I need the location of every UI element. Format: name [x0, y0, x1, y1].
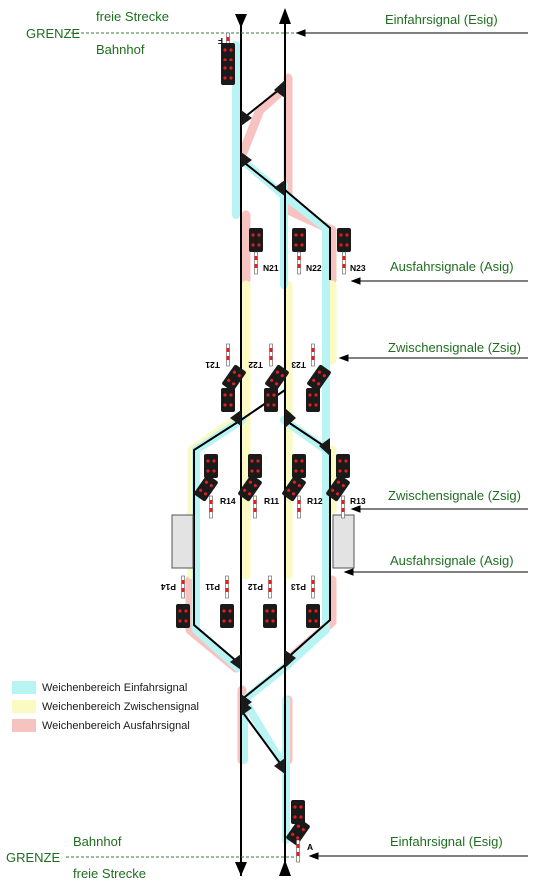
- legend-label-zwischen: Weichenbereich Zwischensignal: [42, 701, 199, 713]
- callout-zwischen-2: Zwischensignale (Zsig): [388, 488, 521, 503]
- label-p12: P12: [248, 582, 263, 592]
- legend-swatch-einfahr: [12, 681, 36, 694]
- zone-bands: [185, 41, 337, 844]
- label-r11: R11: [264, 496, 279, 506]
- callout-einfahr-bottom: Einfahrsignal (Esig): [390, 834, 503, 849]
- label-p13: P13: [291, 582, 306, 592]
- top-bahnhof: Bahnhof: [96, 42, 145, 57]
- label-f: F: [218, 36, 223, 46]
- signal-p13[interactable]: [306, 575, 320, 628]
- signal-p12[interactable]: [263, 575, 277, 628]
- label-p11: P11: [205, 582, 220, 592]
- legend-label-ausfahr: Weichenbereich Ausfahrsignal: [42, 720, 190, 732]
- label-n21: N21: [263, 263, 279, 273]
- top-grenze: GRENZE: [26, 26, 81, 41]
- zone-einfahr: [192, 41, 330, 844]
- turnout-top-n23: [284, 189, 331, 280]
- tracks: [193, 10, 331, 876]
- arrow-top-left: [235, 14, 247, 28]
- label-r14: R14: [220, 496, 236, 506]
- callout-zwischen-1: Zwischensignale (Zsig): [388, 340, 521, 355]
- crossover-mid-2: [284, 419, 331, 661]
- signal-n23[interactable]: [337, 228, 351, 275]
- track-arrows: [235, 8, 291, 876]
- arrow-top-right: [279, 8, 291, 24]
- bottom-bahnhof: Bahnhof: [73, 834, 122, 849]
- signal-n22[interactable]: [292, 228, 306, 275]
- turnout-markers: [230, 80, 330, 774]
- crossover-bot-2: [240, 709, 286, 771]
- label-t21: T21: [205, 360, 220, 370]
- label-t23: T23: [291, 360, 306, 370]
- platform-right: [332, 514, 355, 569]
- top-freie-strecke: freie Strecke: [96, 9, 169, 24]
- label-n22: N22: [306, 263, 322, 273]
- legend-swatch-zwischen: [12, 700, 36, 713]
- callout-ausfahr-1: Ausfahrsignale (Asig): [390, 259, 514, 274]
- border-lines: [66, 32, 300, 858]
- platform-left: [171, 514, 194, 569]
- bottom-freie-strecke: freie Strecke: [73, 866, 146, 881]
- label-n23: N23: [350, 263, 366, 273]
- callout-einfahr-top: Einfahrsignal (Esig): [385, 12, 498, 27]
- arrow-bottom-right: [279, 860, 291, 876]
- label-p14: P14: [161, 582, 176, 592]
- crossover-bot-1: [240, 664, 286, 701]
- legend: Weichenbereich Einfahrsignal Weichenbere…: [12, 681, 199, 732]
- label-r12: R12: [307, 496, 323, 506]
- arrow-bottom-left: [235, 862, 247, 876]
- label-t22: T22: [248, 360, 263, 370]
- turnout-mid-left: [193, 419, 242, 666]
- callout-ausfahr-2: Ausfahrsignale (Asig): [390, 553, 514, 568]
- signal-p11[interactable]: [220, 575, 234, 628]
- legend-swatch-ausfahr: [12, 719, 36, 732]
- zone-zwischen: [187, 280, 337, 580]
- bottom-grenze: GRENZE: [6, 850, 61, 865]
- signal-n21[interactable]: [249, 228, 263, 275]
- legend-label-einfahr: Weichenbereich Einfahrsignal: [42, 682, 187, 694]
- label-r13: R13: [350, 496, 366, 506]
- label-a: A: [307, 842, 313, 852]
- callout-lines: [295, 29, 528, 860]
